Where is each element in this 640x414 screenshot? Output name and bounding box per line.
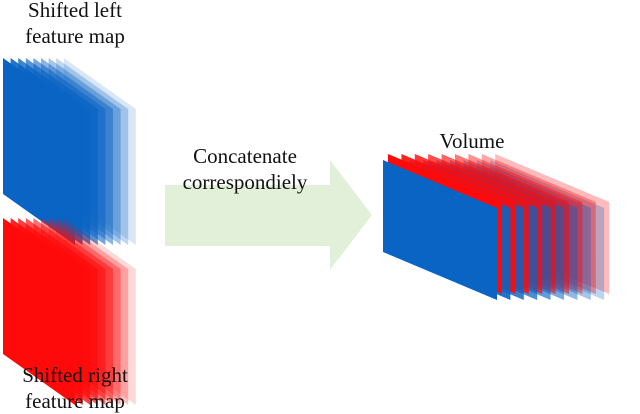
left-feature-map-stack xyxy=(3,58,136,245)
right-label-line-2: feature map xyxy=(25,389,125,413)
left-label-line-2: feature map xyxy=(25,24,125,48)
right-feature-map-label: Shifted right feature map xyxy=(0,362,150,414)
concatenate-arrow xyxy=(165,160,372,270)
concatenate-label-line-2: correspondiely xyxy=(182,170,308,194)
volume-label: Volume xyxy=(439,129,505,153)
arrow-shape xyxy=(165,160,372,270)
left-label-line-1: Shifted left xyxy=(28,0,122,22)
volume-blue-slice xyxy=(383,160,497,300)
right-map-slice xyxy=(3,218,75,405)
left-feature-map-label: Shifted left feature map xyxy=(0,0,150,49)
concatenate-label-line-1: Concatenate xyxy=(193,144,297,168)
volume-stack xyxy=(383,154,610,300)
right-feature-map-stack xyxy=(3,218,136,405)
concatenate-label: Concatenate correspondiely xyxy=(160,143,330,195)
right-label-line-1: Shifted right xyxy=(22,363,128,387)
left-map-slice xyxy=(3,58,75,245)
